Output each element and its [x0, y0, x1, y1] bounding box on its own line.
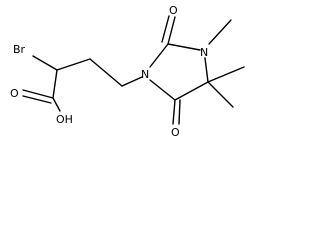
bond-c4-methyl-b — [207, 81, 234, 108]
bond-chain-1 — [56, 58, 91, 71]
bond-n1-c2 — [149, 43, 169, 68]
atom-n3: N — [200, 46, 208, 59]
atom-n1: N — [141, 68, 149, 81]
structure-diagram: Br O OH O N N O — [10, 4, 245, 139]
bond-c2-o-1 — [167, 16, 176, 45]
bond-c5-o-2 — [178, 99, 181, 125]
atom-label-layer: Br O OH O N N O — [10, 4, 208, 139]
atom-o-acid: O — [10, 87, 19, 100]
bond-br-c — [32, 55, 58, 71]
bond-layer — [22, 15, 245, 125]
atom-oh: OH — [56, 113, 73, 126]
bond-n3-c4 — [204, 57, 209, 83]
bond-c5-n1 — [149, 79, 176, 101]
bond-cooh-double-2 — [22, 95, 52, 104]
bond-c2-o-2 — [161, 15, 170, 43]
atom-o-imide: O — [171, 126, 180, 139]
bond-c4-c5 — [174, 81, 209, 101]
bond-c5-o-1 — [172, 99, 176, 125]
bond-chain-2 — [89, 58, 123, 87]
atom-o-urea: O — [169, 4, 178, 17]
bond-cooh-double-1 — [22, 89, 54, 99]
molecule-drawing: Br O OH O N N O — [10, 4, 245, 139]
bond-calpha-ccooh — [52, 69, 58, 99]
bond-c4-methyl-a — [207, 66, 245, 83]
atom-br: Br — [13, 43, 26, 56]
bond-n3-methyl — [208, 19, 232, 45]
bond-cooh-oh — [52, 97, 61, 112]
bond-c2-n3 — [167, 43, 201, 51]
bond-chain-n1 — [121, 76, 143, 87]
